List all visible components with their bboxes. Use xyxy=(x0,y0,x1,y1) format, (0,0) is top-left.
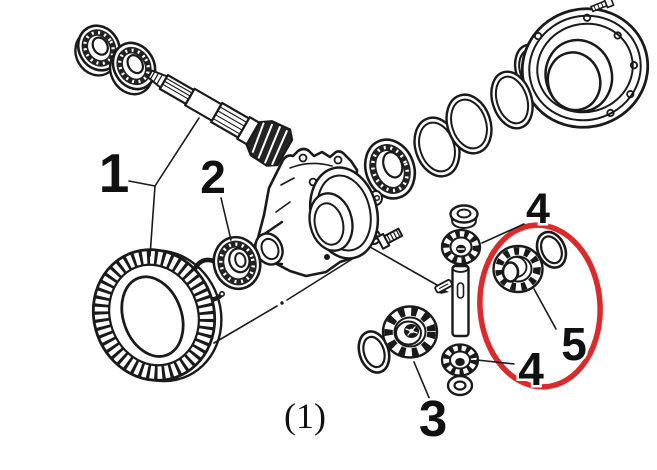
ball-bearing-front xyxy=(108,41,157,96)
figure-caption: (1) xyxy=(284,396,326,436)
drive-pinion-shaft xyxy=(147,69,294,167)
ball-bearing-rear xyxy=(74,24,122,77)
thrust-washer-upper xyxy=(449,204,479,229)
callout-4-lower: 4 xyxy=(518,343,544,395)
side-bearing xyxy=(212,235,262,291)
cross-pin xyxy=(451,263,470,338)
thrust-washer-lower xyxy=(446,374,474,397)
callout-2: 2 xyxy=(200,151,226,203)
pinion-front-bearing xyxy=(363,138,417,200)
spider-gear-upper xyxy=(440,228,482,266)
case-bolt-icon xyxy=(375,227,404,250)
callout-leaders xyxy=(128,117,557,401)
side-gear-left xyxy=(381,305,439,359)
callout-1: 1 xyxy=(99,142,130,204)
shim-ring-2 xyxy=(445,93,493,155)
retainer-bolt-icon xyxy=(590,0,615,13)
highlight-ellipse xyxy=(477,222,603,390)
spider-gear-lower xyxy=(440,343,480,377)
callout-3: 3 xyxy=(419,390,447,447)
shim-ring-3 xyxy=(490,70,534,130)
callout-4-upper: 4 xyxy=(526,185,550,233)
bearing-retainer-flange xyxy=(520,0,650,129)
thrust-washer-left xyxy=(357,330,391,374)
center-axis-line xyxy=(213,255,358,344)
ring-gear xyxy=(91,248,223,383)
side-gear-right xyxy=(492,244,544,294)
roll-pin xyxy=(434,279,453,294)
callout-5: 5 xyxy=(561,318,587,370)
differential-case xyxy=(253,147,383,278)
